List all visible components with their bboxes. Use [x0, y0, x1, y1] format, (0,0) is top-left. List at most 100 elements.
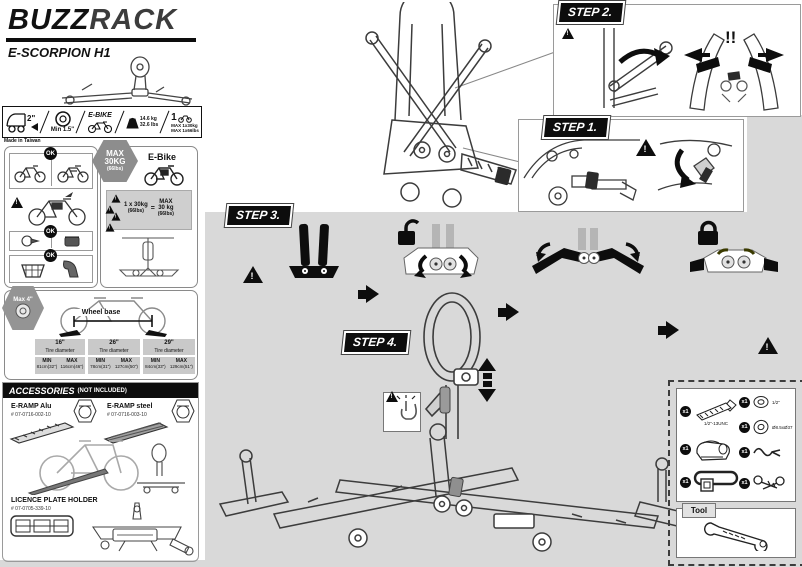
height-adjust-arrow: [478, 358, 496, 402]
ok-bikes-box: OK: [9, 147, 93, 189]
step3-arms-up-icon: [289, 223, 339, 278]
spec-weight: 14.6 kg 32.6 lbs: [126, 115, 158, 129]
max-tire-badge-icon: [73, 399, 97, 423]
eramp-steel-pn: # 07-0716-003-10: [107, 412, 147, 418]
brand-logo: BUZZRACK: [8, 4, 196, 37]
step1-hitch-illustration: [523, 139, 640, 206]
brand-part1: BUZZ: [8, 4, 90, 36]
eramp-steel-label: E-RAMP steel: [107, 403, 153, 410]
bike-icon: [14, 165, 46, 183]
plate-holder-illustration: [10, 515, 74, 537]
arrow-bar: [482, 373, 492, 379]
weight-icon: [126, 117, 139, 129]
spec-hitch: 2": [5, 110, 38, 134]
divider: [51, 156, 52, 186]
rack-assembled-illustration: [218, 423, 683, 552]
washer-icon: [753, 396, 769, 408]
step3-lock-final-icon: [690, 220, 778, 273]
spec-ebike: E-BIKE: [87, 112, 113, 133]
ebike-icon: [87, 120, 113, 133]
model-title: E-SCORPION H1: [8, 45, 111, 60]
part-keys: x1: [739, 473, 786, 493]
warning-icon: [111, 194, 121, 203]
accessories-header: ACCESSORIES (NOT INCLUDED): [3, 383, 198, 398]
part-hitch-bolt: x1 1/2"-13UNC: [680, 397, 739, 426]
eramp-alu-illustration: [9, 422, 75, 444]
accessories-subtitle: (NOT INCLUDED): [77, 387, 127, 394]
accessories-title: ACCESSORIES: [9, 385, 75, 396]
washer-size-label: 1/2": [772, 399, 780, 405]
small-bike-icon: [177, 115, 192, 123]
qty-badge: x1: [680, 443, 691, 455]
arrow-bar: [482, 381, 492, 387]
warning-icon: [243, 266, 263, 283]
basket-icon: [21, 264, 45, 278]
right-edge-bg: [747, 115, 802, 212]
step3-arms-spread-icon: [532, 228, 644, 274]
max-tire-badge: Max 4": [2, 286, 44, 330]
qty-badge: x1: [739, 446, 750, 458]
ok-accessory-box: OK: [9, 225, 93, 251]
wrench-icon: [704, 522, 768, 551]
part-hitch-clamp: x1: [680, 435, 733, 463]
warning-icon: [105, 223, 115, 232]
part-cotter-pin: x1: [739, 445, 782, 459]
bike-icon: [57, 165, 89, 183]
ok-badge: OK: [44, 225, 57, 238]
max-tire-badge-icon: [171, 399, 195, 423]
alert-bang: !!: [725, 28, 737, 47]
rack-small-illustration: [118, 237, 180, 277]
motor-icon: [21, 235, 40, 247]
part-washer-large: x1 Ø8.5xØ37: [739, 419, 793, 435]
wheelbase-label: Wheel base: [71, 309, 131, 316]
keys-icon: [753, 475, 785, 490]
max-load-warning-box: 1 x 30kg (66lbs) = MAX 30 kg (66lbs): [105, 190, 192, 232]
step2-warning-illustration: [684, 33, 784, 111]
wheelbase-bike-illustration: [59, 297, 167, 337]
made-in-label: Made in Taiwan: [4, 138, 41, 144]
rack-folded-illustration: [365, 2, 517, 208]
accessories-section: ACCESSORIES (NOT INCLUDED) E-RAMP Alu # …: [2, 382, 199, 562]
arrow-down-icon: [478, 389, 496, 402]
eramp-steel-illustration: [103, 422, 169, 444]
bottom-strip-bg: [0, 560, 802, 567]
divider: [75, 110, 86, 134]
washer-large-icon: [753, 419, 769, 435]
rack-hero-illustration: [61, 56, 193, 106]
hardware-kit-box: [668, 380, 802, 566]
pannier-bag-icon: [64, 236, 80, 247]
hitch-bolt-icon: [696, 399, 737, 421]
cotter-pin-icon: [753, 447, 781, 457]
step4-mast-illustration: [423, 292, 481, 439]
load-formula: 1 x 30kg (66lbs) = MAX 30 kg (66lbs): [124, 199, 174, 217]
step2-label: STEP 2.: [559, 3, 624, 22]
qty-badge: x1: [739, 396, 750, 408]
left-arrow-icon: [27, 122, 38, 131]
step1-label: STEP 1.: [544, 118, 609, 137]
spec-count: 1: [171, 111, 177, 123]
divider: [51, 234, 52, 248]
hardware-parts-panel: x1 1/2"-13UNC x1 1/2" x1: [676, 388, 796, 502]
next-arrow-icon: [358, 285, 388, 303]
ebike-battery-icon: [28, 192, 86, 226]
step3-label: STEP 3.: [227, 206, 292, 225]
child-seat-icon: [63, 260, 79, 278]
logo-underline: [6, 38, 196, 42]
part-strap: x1: [680, 469, 739, 495]
step4-label: STEP 4.: [344, 333, 409, 352]
warning-icon: [11, 197, 23, 208]
ok-badge: OK: [44, 147, 57, 160]
divider: [39, 110, 50, 134]
tire-icon: [54, 111, 71, 127]
qty-badge: x1: [680, 476, 691, 488]
spec-weight-text: 14.6 kg 32.6 lbs: [139, 116, 159, 128]
step3-unlock-rotate-icon: [398, 219, 479, 278]
arrow-up-icon: [478, 358, 496, 371]
qty-badge: x1: [739, 477, 750, 489]
rack-with-plate-illustration: [91, 502, 194, 556]
bolt-size-label: 1/2"-13UNC: [703, 421, 729, 426]
warning-icon: [111, 212, 121, 221]
